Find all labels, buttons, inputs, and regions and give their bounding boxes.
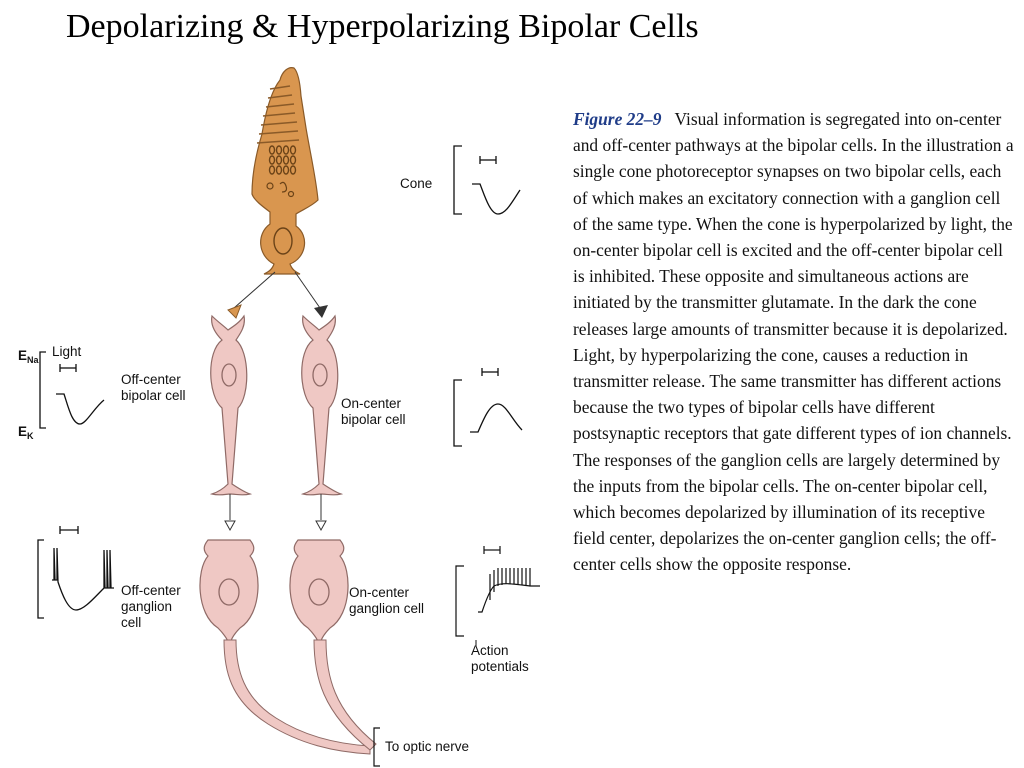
on-center-bipolar-cell	[300, 314, 344, 532]
label-action-potentials-line1: Action	[471, 643, 509, 658]
label-off-center-bipolar-line2: bipolar cell	[121, 388, 186, 403]
off-center-ganglion-cell	[199, 539, 371, 755]
label-e-na: E	[18, 348, 27, 363]
figure-label: Figure 22–9	[573, 109, 662, 129]
label-off-center-ganglion-line1: Off-center	[121, 583, 181, 598]
off-center-bipolar-cell	[209, 314, 253, 532]
label-e-na-sub: Na	[27, 355, 39, 365]
cone-nucleus	[273, 227, 293, 255]
on-bipolar-response-trace	[453, 368, 523, 447]
off-bipolar-synapse-terminal	[227, 304, 242, 319]
label-off-center-ganglion-line3: cell	[121, 615, 141, 630]
on-center-ganglion-cell	[289, 539, 377, 751]
caption-text: Visual information is segregated into on…	[573, 109, 1014, 575]
cone-to-bipolar-synapses	[233, 271, 321, 309]
slide-title: Depolarizing & Hyperpolarizing Bipolar C…	[66, 8, 699, 45]
cone-photoreceptor	[251, 67, 319, 275]
label-to-optic-nerve: To optic nerve	[385, 739, 469, 754]
label-on-center-ganglion-line1: On-center	[349, 585, 410, 600]
label-cone: Cone	[400, 176, 432, 191]
figure-caption: Figure 22–9 Visual information is segreg…	[573, 106, 1015, 578]
cone-mitochondria	[268, 145, 297, 175]
label-on-center-bipolar-line2: bipolar cell	[341, 412, 406, 427]
cone-response-trace	[453, 145, 521, 215]
label-off-center-ganglion-line2: ganglion	[121, 599, 172, 614]
cone-organelles	[266, 181, 295, 198]
label-on-center-bipolar-line1: On-center	[341, 396, 402, 411]
label-on-center-ganglion-line2: ganglion cell	[349, 601, 424, 616]
label-e-k: E	[18, 424, 27, 439]
off-ganglion-response-trace	[37, 526, 114, 619]
on-ganglion-response-trace	[455, 546, 540, 646]
label-light: Light	[52, 344, 82, 359]
label-action-potentials-line2: potentials	[471, 659, 529, 674]
off-bipolar-response-trace	[39, 351, 105, 429]
optic-nerve-bracket	[373, 727, 380, 767]
label-e-k-sub: K	[27, 431, 34, 441]
cone-outer-segment-lamellae	[256, 85, 300, 144]
label-off-center-bipolar-line1: Off-center	[121, 372, 181, 387]
on-bipolar-synapse-terminal	[314, 305, 328, 318]
